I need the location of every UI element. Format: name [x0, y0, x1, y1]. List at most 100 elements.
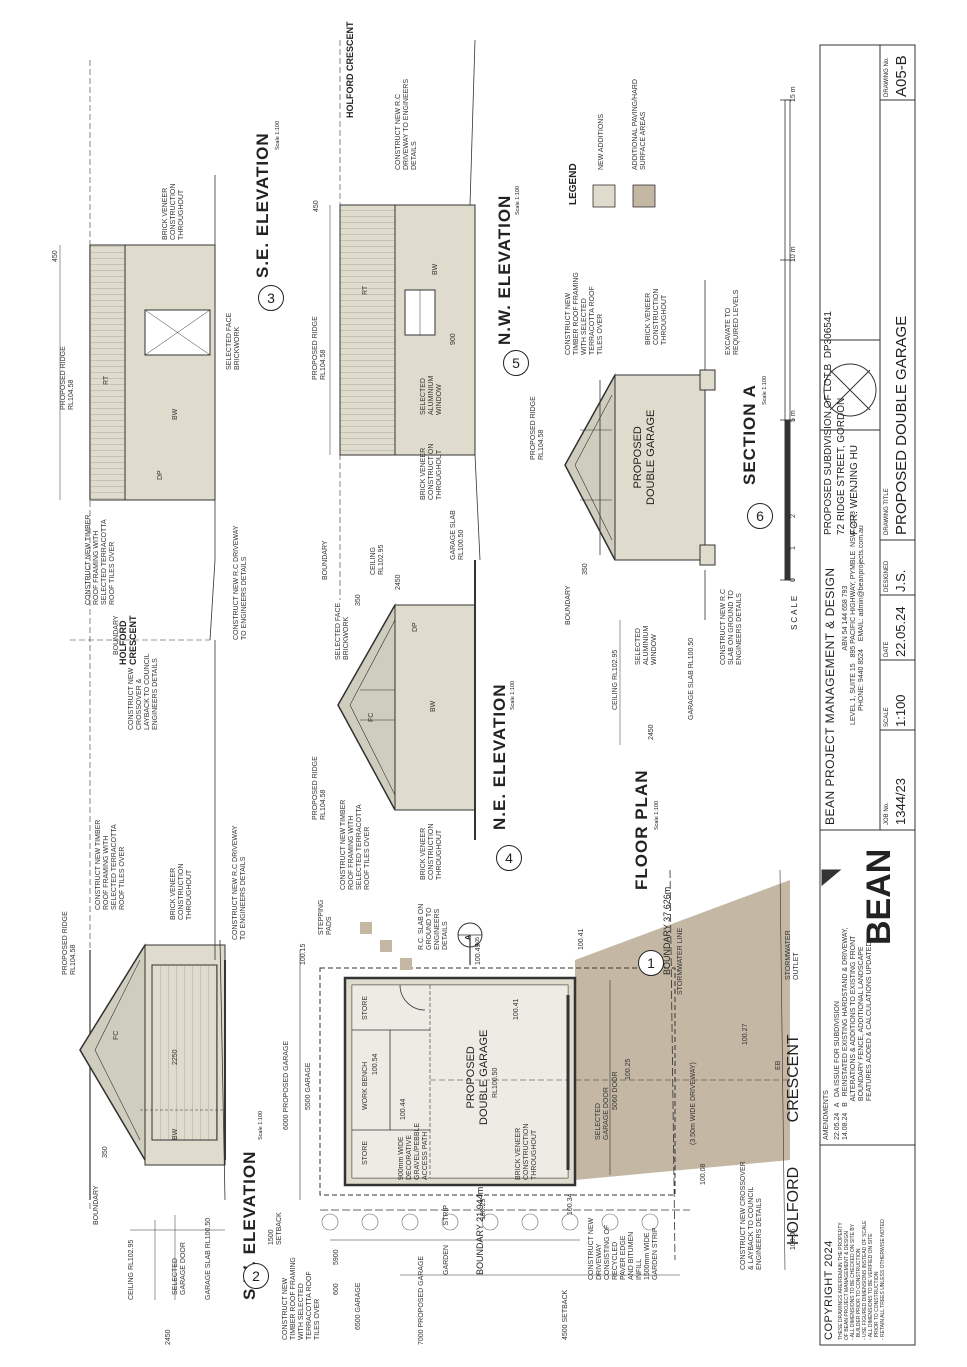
plan-brick-note: BRICK VENEER CONSTRUCTION THROUGHOUT	[515, 1123, 538, 1180]
sw-350-dim: 350	[102, 1146, 109, 1158]
scale-bar	[780, 99, 795, 581]
nw-bw-label: BW	[432, 263, 439, 275]
sw-boundary-label: BOUNDARY	[93, 1185, 100, 1225]
sw-driveway-note: CONSTRUCT NEW R.C DRIVEWAY TO ENGINEERS …	[232, 825, 247, 940]
plan-setback-1500: 1500 SETBACK	[268, 1212, 283, 1245]
tb-scale: 1:100	[893, 694, 908, 727]
plan-level-1: 100.15	[300, 943, 307, 965]
nw-ridge-note: PROPOSED RIDGE RL104.58	[312, 316, 327, 380]
legend-swatch-paving	[632, 184, 656, 208]
section-350-dim: 350	[582, 563, 589, 575]
section-room-label: PROPOSED DOUBLE GARAGE	[632, 409, 657, 505]
nw-elevation-scale: Scale 1:100	[515, 185, 521, 215]
section-window-note: SELECTED ALUMINIUM WINDOW	[635, 625, 658, 665]
se-elevation-drawing	[59, 175, 216, 960]
ne-ridge-note: PROPOSED RIDGE RL104.58	[312, 756, 327, 820]
scale-tick-1: 1	[790, 546, 797, 550]
plan-level-7: 100.08	[700, 1163, 707, 1185]
tb-scale-label: SCALE	[884, 707, 890, 727]
se-elevation-title: S.E. ELEVATION	[253, 132, 272, 278]
legend-new-additions: NEW ADDITIONS	[598, 113, 605, 170]
plan-boundary-east: BOUNDARY 37.626m	[662, 886, 672, 975]
ne-elevation-scale: Scale 1:100	[510, 680, 516, 710]
plan-path-note: 900mm WIDE DECORATIVE GRAVEL/PEBBLE ACCE…	[398, 1122, 429, 1180]
section-ridge-note: PROPOSED RIDGE RL104.58	[530, 396, 545, 460]
plan-dim-600: 600	[333, 1283, 340, 1295]
nw-slab-label: GARAGE SLAB RL100.50	[450, 510, 465, 560]
plan-level-10: 100.05	[790, 1228, 797, 1250]
ne-dp-label: DP	[412, 622, 419, 632]
plan-door-width: 5060 DOOR	[612, 1071, 619, 1110]
nw-driveway-note: CONSTRUCT NEW R.C DRIVEWAY TO ENGINEERS …	[395, 78, 418, 170]
tb-title-label: DRAWING TITLE	[884, 488, 890, 535]
plan-setback-4500: 4500 SETBACK	[562, 1289, 569, 1340]
plan-section-tag: A	[465, 934, 472, 940]
sw-door-note: SELECTED GARAGE DOOR	[172, 1242, 187, 1295]
sw-elevation-scale: Scale 1:100	[258, 1110, 264, 1140]
nw-rt-label: RT	[362, 285, 369, 295]
se-street-label: HOLFORD CRESCENT	[118, 615, 138, 665]
plan-level-2: 100.54	[372, 1053, 379, 1075]
nw-elevation-number: 5	[503, 350, 529, 376]
nw-elevation-drawing	[329, 39, 481, 600]
plan-store-1: STORE	[362, 996, 369, 1020]
plan-level-9: 100.25	[480, 1198, 487, 1220]
tb-amendments: 22.05.24 A DA ISSUE FOR SUBDIVISION 14.0…	[834, 927, 873, 1140]
section-boundary-label: BOUNDARY	[565, 585, 572, 625]
plan-slab-note: R.C. SLAB ON GROUND TO ENGINEERS DETAILS	[418, 903, 449, 950]
tb-project: PROPOSED SUBDIVISION OF LOT.B DP306541 7…	[823, 311, 860, 535]
floor-plan-drawing	[299, 869, 790, 1276]
plan-dim-5900: 5900	[333, 1249, 340, 1265]
section-slab-note: CONSTRUCT NEW R.C SLAB ON GROUND TO ENGI…	[720, 588, 743, 665]
se-ridge-note: PROPOSED RIDGE RL104.58	[60, 346, 75, 410]
ne-roof-note: CONSTRUCT NEW TIMBER ROOF FRAMING WITH S…	[340, 799, 371, 890]
ne-fc-label: FC	[368, 712, 375, 722]
title-block-frame	[819, 44, 916, 1346]
scale-tick-10: 10 m	[790, 246, 797, 262]
plan-level-5: 100.25	[625, 1058, 632, 1080]
section-brick-note: BRICK VENEER CONSTRUCTION THROUGHOUT	[645, 288, 668, 345]
plan-driveway-width: (3.50m WIDE DRIVEWAY)	[690, 1062, 697, 1145]
plan-dim-6000: 6000 PROPOSED GARAGE	[283, 1040, 290, 1130]
ne-350-dim: 350	[355, 594, 362, 606]
se-bw-label: BW	[172, 408, 179, 420]
sw-slab-label: GARAGE SLAB RL100.50	[205, 1217, 212, 1300]
scale-bar-label: SCALE	[790, 593, 799, 630]
sw-fc-label: FC	[113, 1030, 120, 1040]
plan-driveway-note: CONSTRUCT NEW DRIVEWAY CONSISTING OF REC…	[588, 1217, 659, 1280]
sw-width-dim: 2250	[172, 1049, 179, 1065]
ne-bw-label: BW	[430, 700, 437, 712]
floor-plan-number: 1	[638, 950, 664, 976]
tb-designed: J.S.	[893, 569, 908, 592]
plan-roof-note: CONSTRUCT NEW TIMBER ROOF FRAMING WITH S…	[282, 1257, 321, 1340]
scale-tick-15: 15 m	[790, 86, 797, 102]
scale-tick-0: 0	[790, 578, 797, 582]
tb-company-info: ABN 54 144 658 793 LEVEL 1, SUITE 15 895…	[842, 511, 865, 725]
se-dp-label: DP	[157, 470, 164, 480]
section-2450-dim: 2450	[648, 724, 655, 740]
section-roof-note: CONSTRUCT NEW TIMBER ROOF FRAMING WITH S…	[565, 272, 604, 355]
plan-eb-1: EB	[775, 1060, 782, 1070]
nw-2450-dim: 2450	[395, 574, 402, 590]
section-a-scale: Scale 1:100	[762, 375, 768, 405]
tb-amendments-label: AMENDMENTS	[823, 1090, 830, 1140]
se-driveway-note: CONSTRUCT NEW R.C DRIVEWAY TO ENGINEERS …	[233, 525, 248, 640]
nw-street-label: HOLFORD CRESCENT	[345, 21, 355, 119]
tb-copyright-notes: THESE DRAWINGS ARE/REMAIN THE PROPERTY O…	[838, 1219, 886, 1340]
plan-workbench: WORK BENCH	[362, 1061, 369, 1110]
sw-elevation-drawing	[79, 60, 226, 1300]
section-excavate-note: EXCAVATE TO REQUIRED LEVELS	[725, 289, 740, 355]
se-450-dim: 450	[52, 250, 59, 262]
section-a-number: 6	[747, 503, 773, 529]
plan-store-2: STORE	[362, 1141, 369, 1165]
tb-job-number: 1344/23	[893, 778, 908, 825]
ne-brick-note: BRICK VENEER CONSTRUCTION THROUGHOUT	[420, 823, 443, 880]
plan-dim-5500: 5500 GARAGE	[305, 1062, 312, 1110]
legend-swatch-new-additions	[592, 184, 616, 208]
ne-elevation-title: N.E. ELEVATION	[490, 683, 509, 830]
sw-height-dim: 2450	[165, 1329, 172, 1345]
sw-ridge-note: PROPOSED RIDGE RL104.58	[62, 911, 77, 975]
nw-elevation-title: N.W. ELEVATION	[495, 194, 514, 345]
nw-boundary-label: BOUNDARY	[322, 540, 329, 580]
